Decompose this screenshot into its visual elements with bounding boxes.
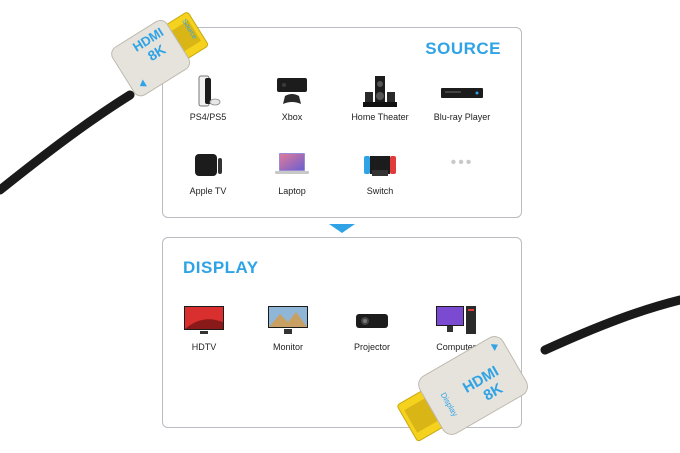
source-panel: SOURCE PS4/PS5 Xbox Home Theater [162, 27, 522, 218]
display-device-projector: Projector [327, 304, 417, 352]
device-label: Monitor [272, 342, 303, 352]
device-label: Switch [366, 186, 394, 196]
device-label: Home Theater [351, 112, 409, 122]
apple-tv-icon [195, 154, 222, 176]
hdtv-icon [184, 306, 224, 334]
flow-arrow-icon [329, 224, 355, 233]
device-label: Xbox [281, 112, 303, 122]
device-label: Blu-ray Player [433, 112, 491, 122]
nintendo-switch-icon [364, 156, 396, 176]
source-device-ps: PS4/PS5 [163, 74, 253, 122]
game-console-icon [198, 75, 221, 107]
display-device-monitor: Monitor [243, 304, 333, 352]
bluray-player-icon [441, 88, 483, 98]
source-device-bluray: Blu-ray Player [417, 74, 507, 122]
home-theater-icon [363, 76, 397, 107]
display-device-computer: Computer [411, 304, 501, 352]
device-label: Computer [436, 342, 476, 352]
computer-icon [436, 306, 476, 334]
more-devices: ••• [417, 154, 507, 172]
hdmi-connector-display: HDMI 8K Display [392, 330, 542, 448]
source-device-switch: Switch [335, 148, 425, 196]
device-label: Laptop [278, 186, 306, 196]
connector-shell-icon [111, 12, 209, 97]
hdmi-connector-source: HDMI 8K Source [108, 6, 228, 98]
xbox-console-icon [277, 78, 307, 104]
projector-icon [356, 314, 388, 328]
device-label: PS4/PS5 [189, 112, 227, 122]
device-label: HDTV [191, 342, 217, 352]
connector-shell-icon [397, 336, 528, 442]
display-title: DISPLAY [183, 258, 259, 277]
source-device-apple-tv: Apple TV [163, 148, 253, 196]
source-device-xbox: Xbox [247, 74, 337, 122]
source-device-laptop: Laptop [247, 148, 337, 196]
source-device-home-theater: Home Theater [335, 74, 425, 122]
more-dots-icon: ••• [450, 154, 474, 171]
laptop-icon [275, 153, 309, 174]
device-label: Projector [353, 342, 390, 352]
device-label: Apple TV [189, 186, 227, 196]
display-device-hdtv: HDTV [159, 304, 249, 352]
source-title: SOURCE [425, 39, 501, 58]
monitor-icon [268, 306, 308, 334]
